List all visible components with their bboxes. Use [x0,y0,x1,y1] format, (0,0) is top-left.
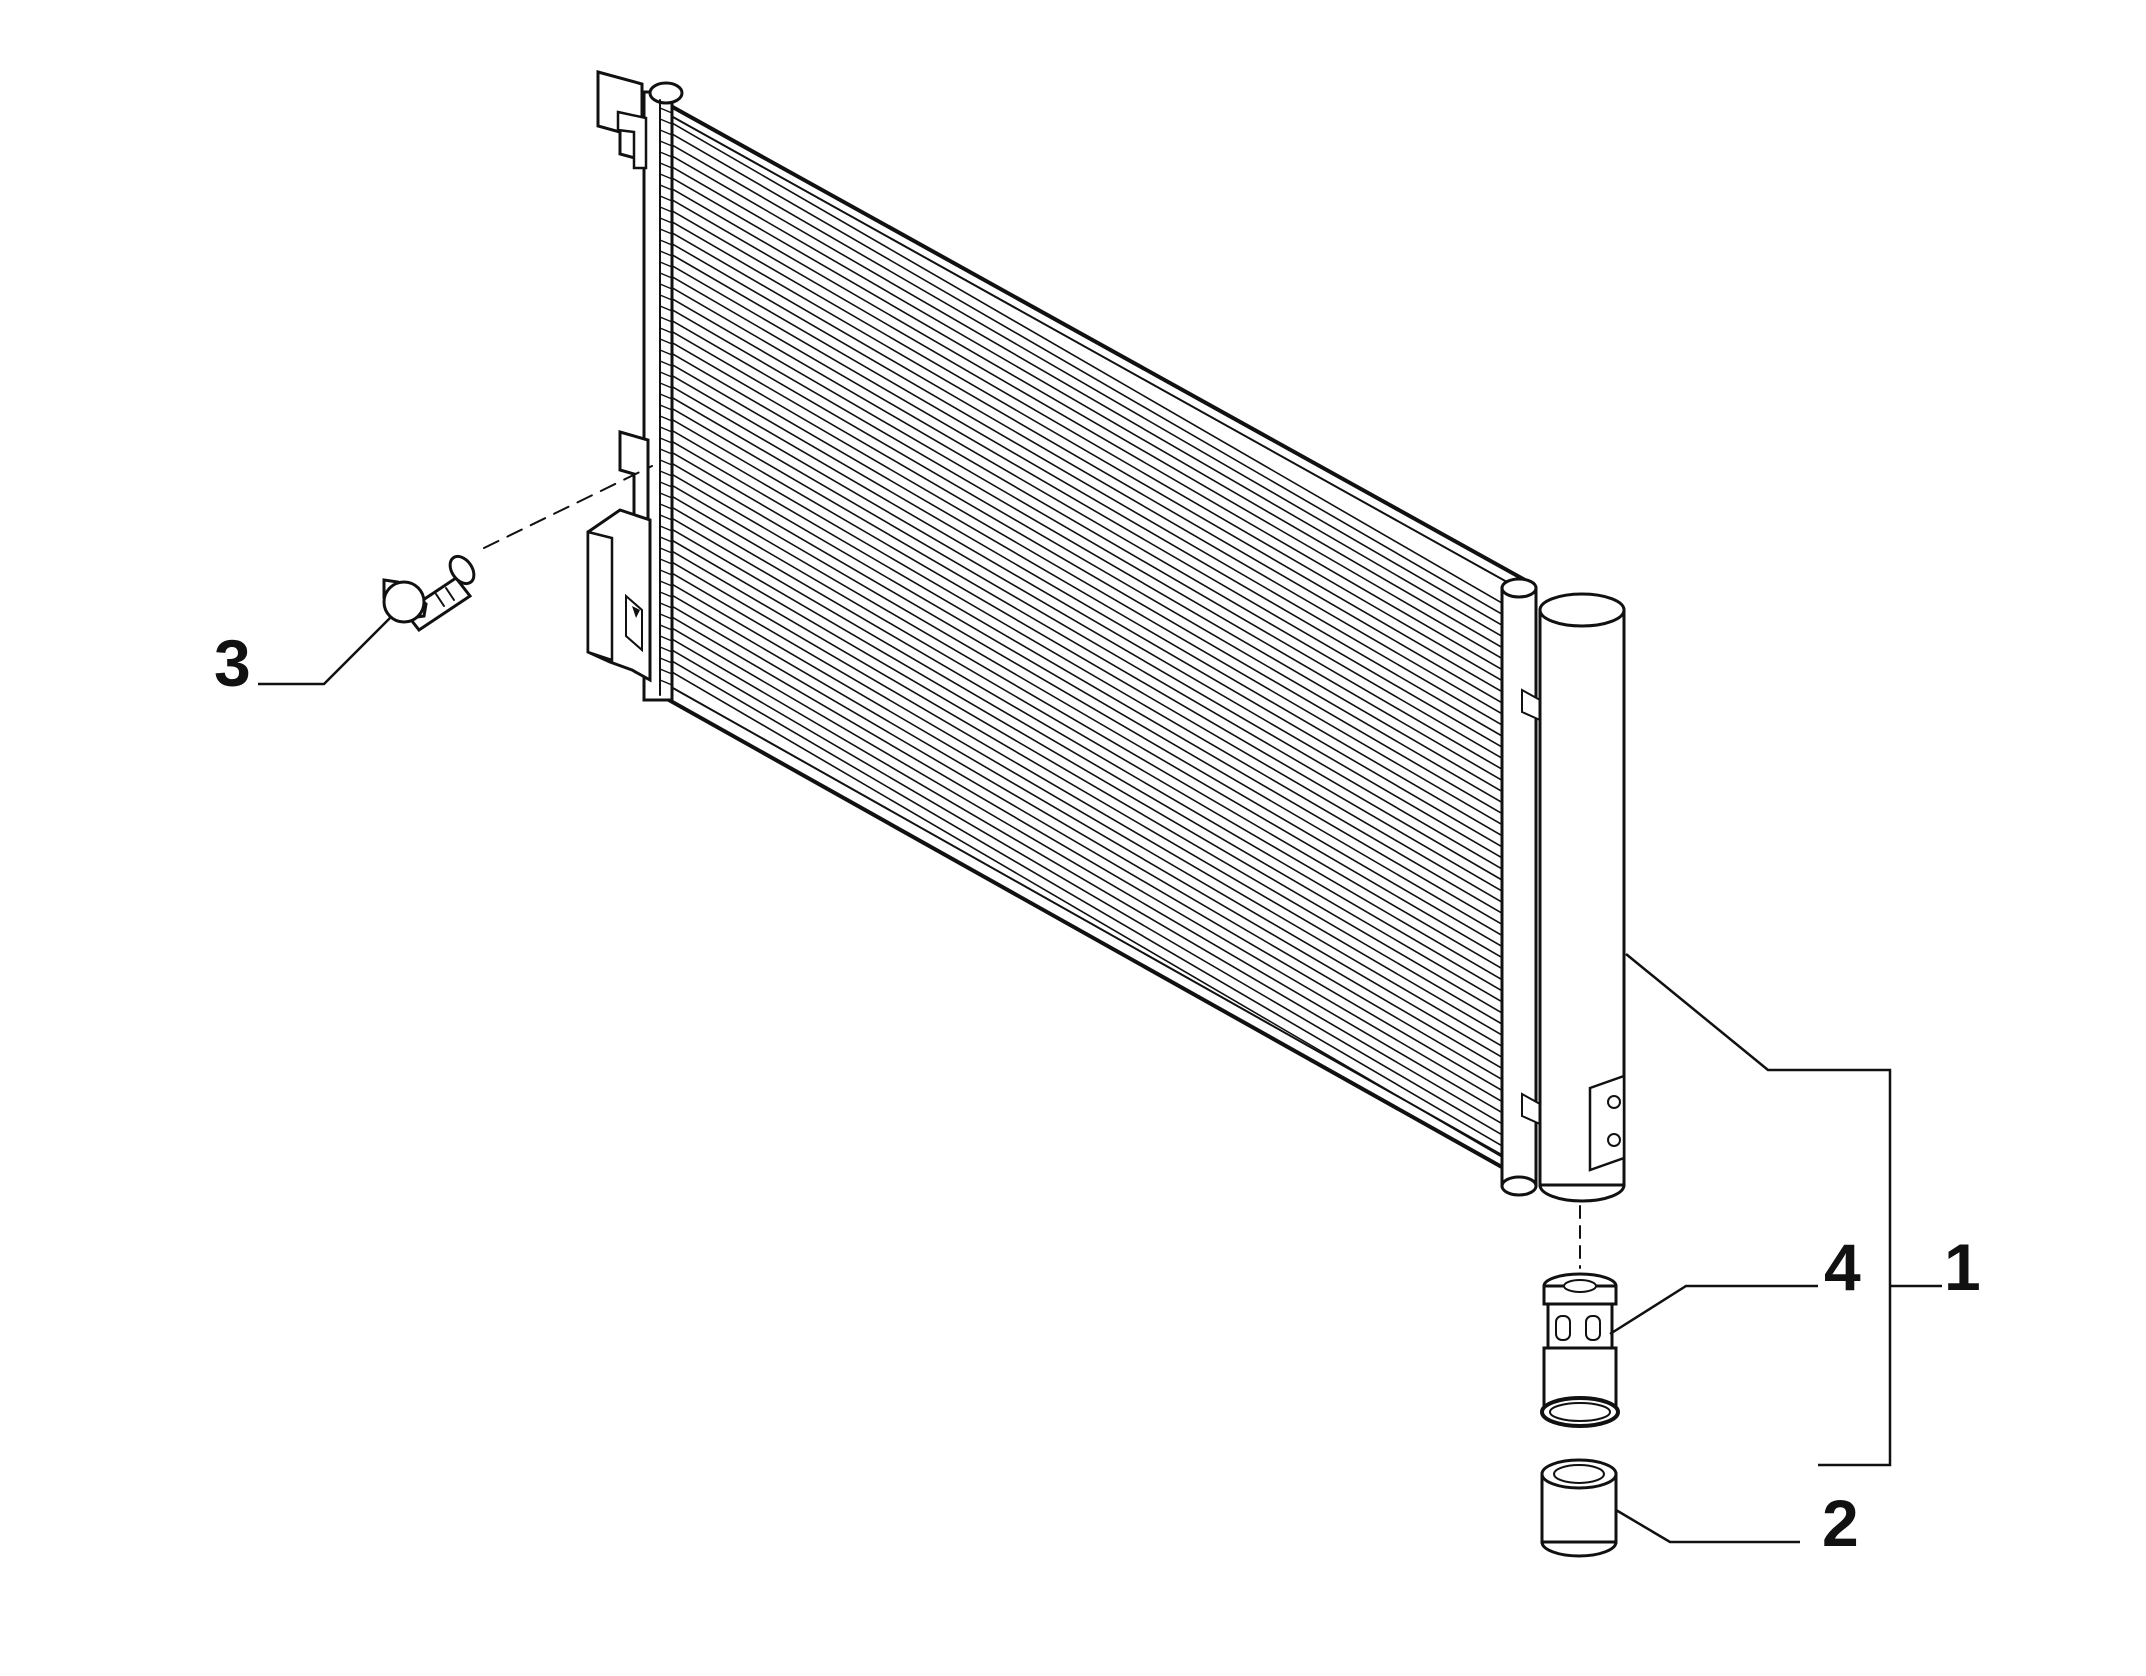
mounting-bolt [382,465,653,633]
drier-filter-cartridge [1540,1205,1620,1428]
right-header-tank [1500,577,1541,1197]
upper-mounting-bracket [596,70,648,170]
condenser-fins [671,122,1503,1158]
sealing-plug [1540,1458,1618,1558]
condenser-assembly [586,70,1626,1203]
leader-line-1 [1625,953,1892,1467]
callout-1: 1 [1944,1230,1981,1304]
leader-line-3 [258,617,391,686]
leader-line-2 [1615,1508,1800,1544]
leader-lines [258,617,1942,1544]
leader-line-4 [1609,1284,1818,1336]
receiver-drier-cylinder [1538,592,1626,1203]
callout-2: 2 [1822,1486,1859,1560]
callout-3: 3 [214,626,251,700]
condenser-core [658,98,1527,1182]
callout-4: 4 [1824,1230,1861,1304]
lower-mounting-bracket [586,508,652,683]
